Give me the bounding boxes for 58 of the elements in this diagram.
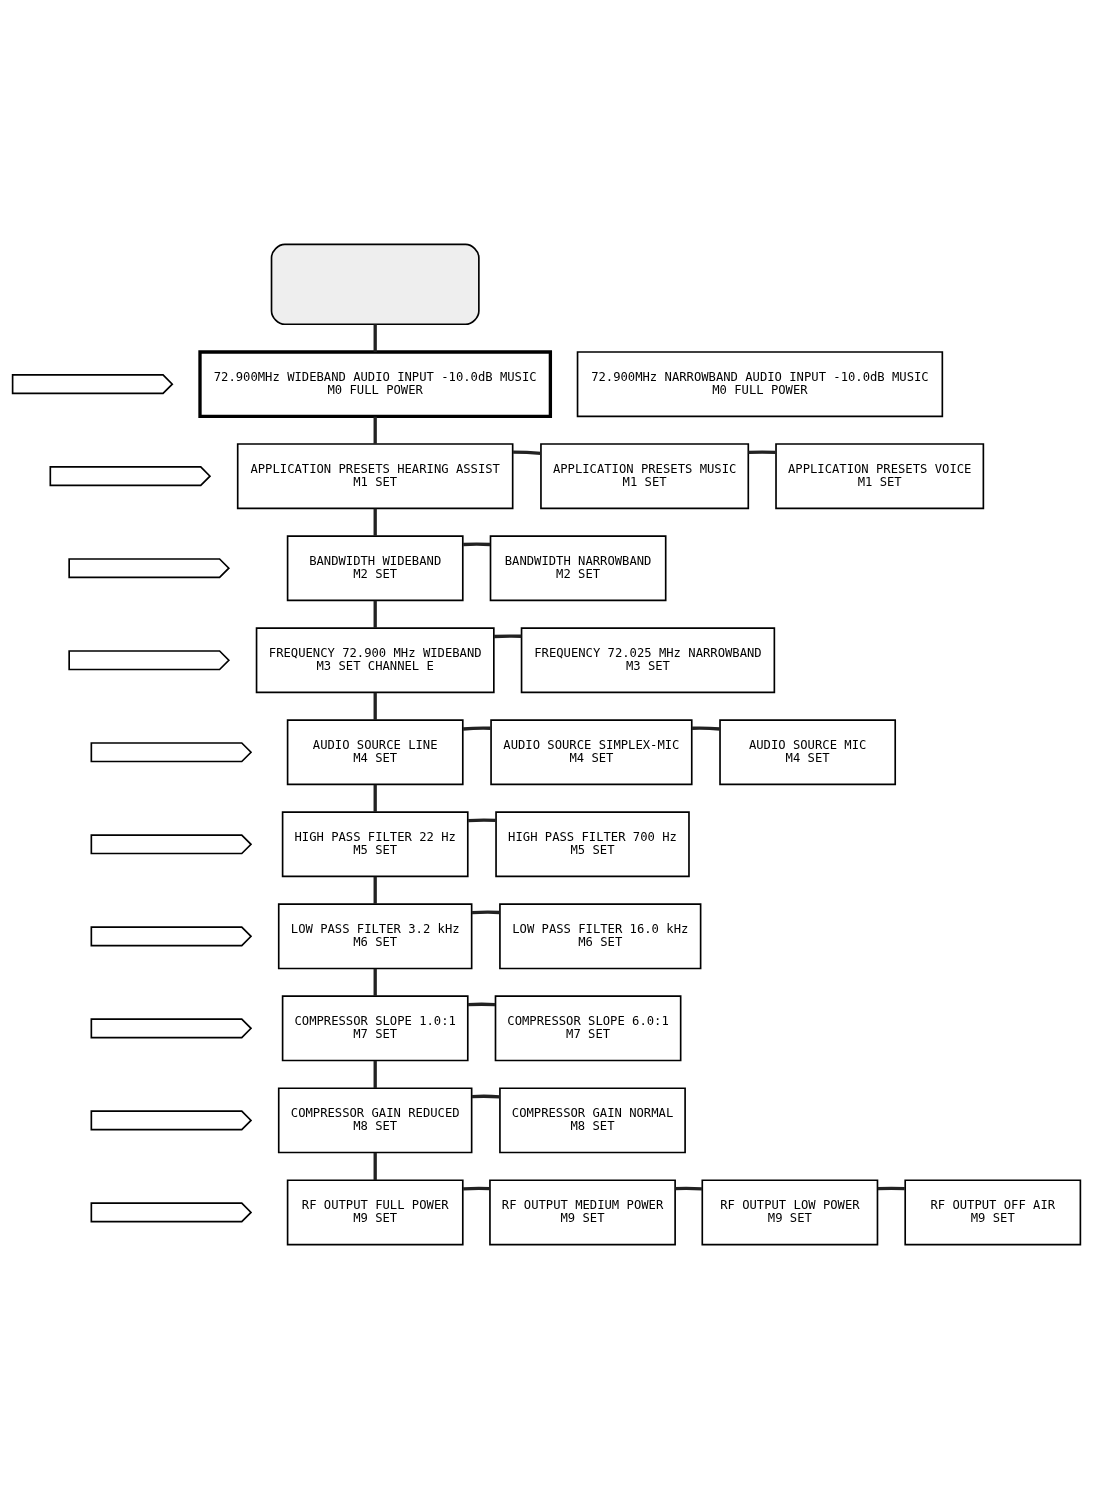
connector [373, 416, 377, 444]
connector [462, 1186, 490, 1191]
node-box: APPLICATION PRESETS HEARING ASSIST M1 SET [236, 443, 514, 510]
node-tag [90, 1202, 253, 1223]
node-box: FREQUENCY 72.025 MHz NARROWBAND M3 SET [520, 627, 776, 694]
connector [373, 968, 377, 996]
node-box: HIGH PASS FILTER 22 Hz M5 SET [281, 811, 469, 878]
node-box: 72.900MHz WIDEBAND AUDIO INPUT -10.0dB MUSIC M0 FULL POWER [198, 350, 553, 418]
node-tag [68, 558, 230, 579]
connector [468, 818, 496, 823]
node-tag [90, 742, 253, 763]
connector [877, 1186, 905, 1191]
node-box: RF OUTPUT OFF AIR M9 SET [904, 1179, 1082, 1246]
connector [373, 508, 377, 536]
node-box: COMPRESSOR GAIN NORMAL M8 SET [499, 1087, 686, 1154]
connector [373, 324, 377, 352]
node-tag [49, 466, 212, 487]
connector [467, 1002, 496, 1007]
node-box: AUDIO SOURCE LINE M4 SET [286, 719, 464, 786]
node-box: COMPRESSOR SLOPE 6.0:1 M7 SET [494, 995, 682, 1062]
connector [373, 692, 377, 720]
connector [373, 784, 377, 812]
node-box: COMPRESSOR SLOPE 1.0:1 M7 SET [281, 995, 469, 1062]
node-box: AUDIO SOURCE SIMPLEX-MIC M4 SET [490, 719, 693, 786]
connector [373, 1152, 377, 1181]
node-box: COMPRESSOR GAIN REDUCED M8 SET [277, 1087, 473, 1154]
node-box: RF OUTPUT FULL POWER M9 SET [286, 1179, 464, 1246]
connector [463, 542, 491, 547]
node-box: LOW PASS FILTER 16.0 kHz M6 SET [499, 903, 702, 970]
node-box: BANDWIDTH WIDEBAND M2 SET [286, 535, 464, 602]
node-tag [90, 1110, 253, 1131]
node-box: RF OUTPUT LOW POWER M9 SET [701, 1179, 879, 1246]
node-box: FREQUENCY 72.900 MHz WIDEBAND M3 SET CHANNEL E [255, 627, 495, 694]
node-box: APPLICATION PRESETS MUSIC M1 SET [540, 443, 750, 510]
node-box: APPLICATION PRESETS VOICE M1 SET [775, 443, 985, 510]
connector [373, 600, 377, 628]
node-tag [90, 926, 253, 947]
node-tag [90, 834, 253, 855]
connector [462, 726, 491, 731]
node-box: LOW PASS FILTER 3.2 kHz M6 SET [277, 903, 473, 970]
connector [373, 1060, 377, 1089]
node-box: RF OUTPUT MEDIUM POWER M9 SET [489, 1179, 676, 1246]
node-box: 72.900MHz NARROWBAND AUDIO INPUT -10.0dB MUSIC M0 FULL POWER [576, 351, 944, 418]
node-box [270, 243, 480, 326]
connector [493, 634, 522, 639]
connector [373, 876, 377, 904]
node-box: HIGH PASS FILTER 700 Hz M5 SET [495, 811, 690, 878]
connector [691, 726, 721, 731]
connector [675, 1186, 703, 1191]
node-box: AUDIO SOURCE MIC M4 SET [719, 719, 897, 786]
connector [471, 910, 500, 915]
node-tag [11, 374, 174, 395]
node-box: BANDWIDTH NARROWBAND M2 SET [489, 535, 667, 602]
node-tag [90, 1018, 253, 1039]
connector [471, 1094, 500, 1099]
node-tag [68, 650, 230, 671]
connector [513, 450, 541, 455]
connector [748, 450, 776, 455]
